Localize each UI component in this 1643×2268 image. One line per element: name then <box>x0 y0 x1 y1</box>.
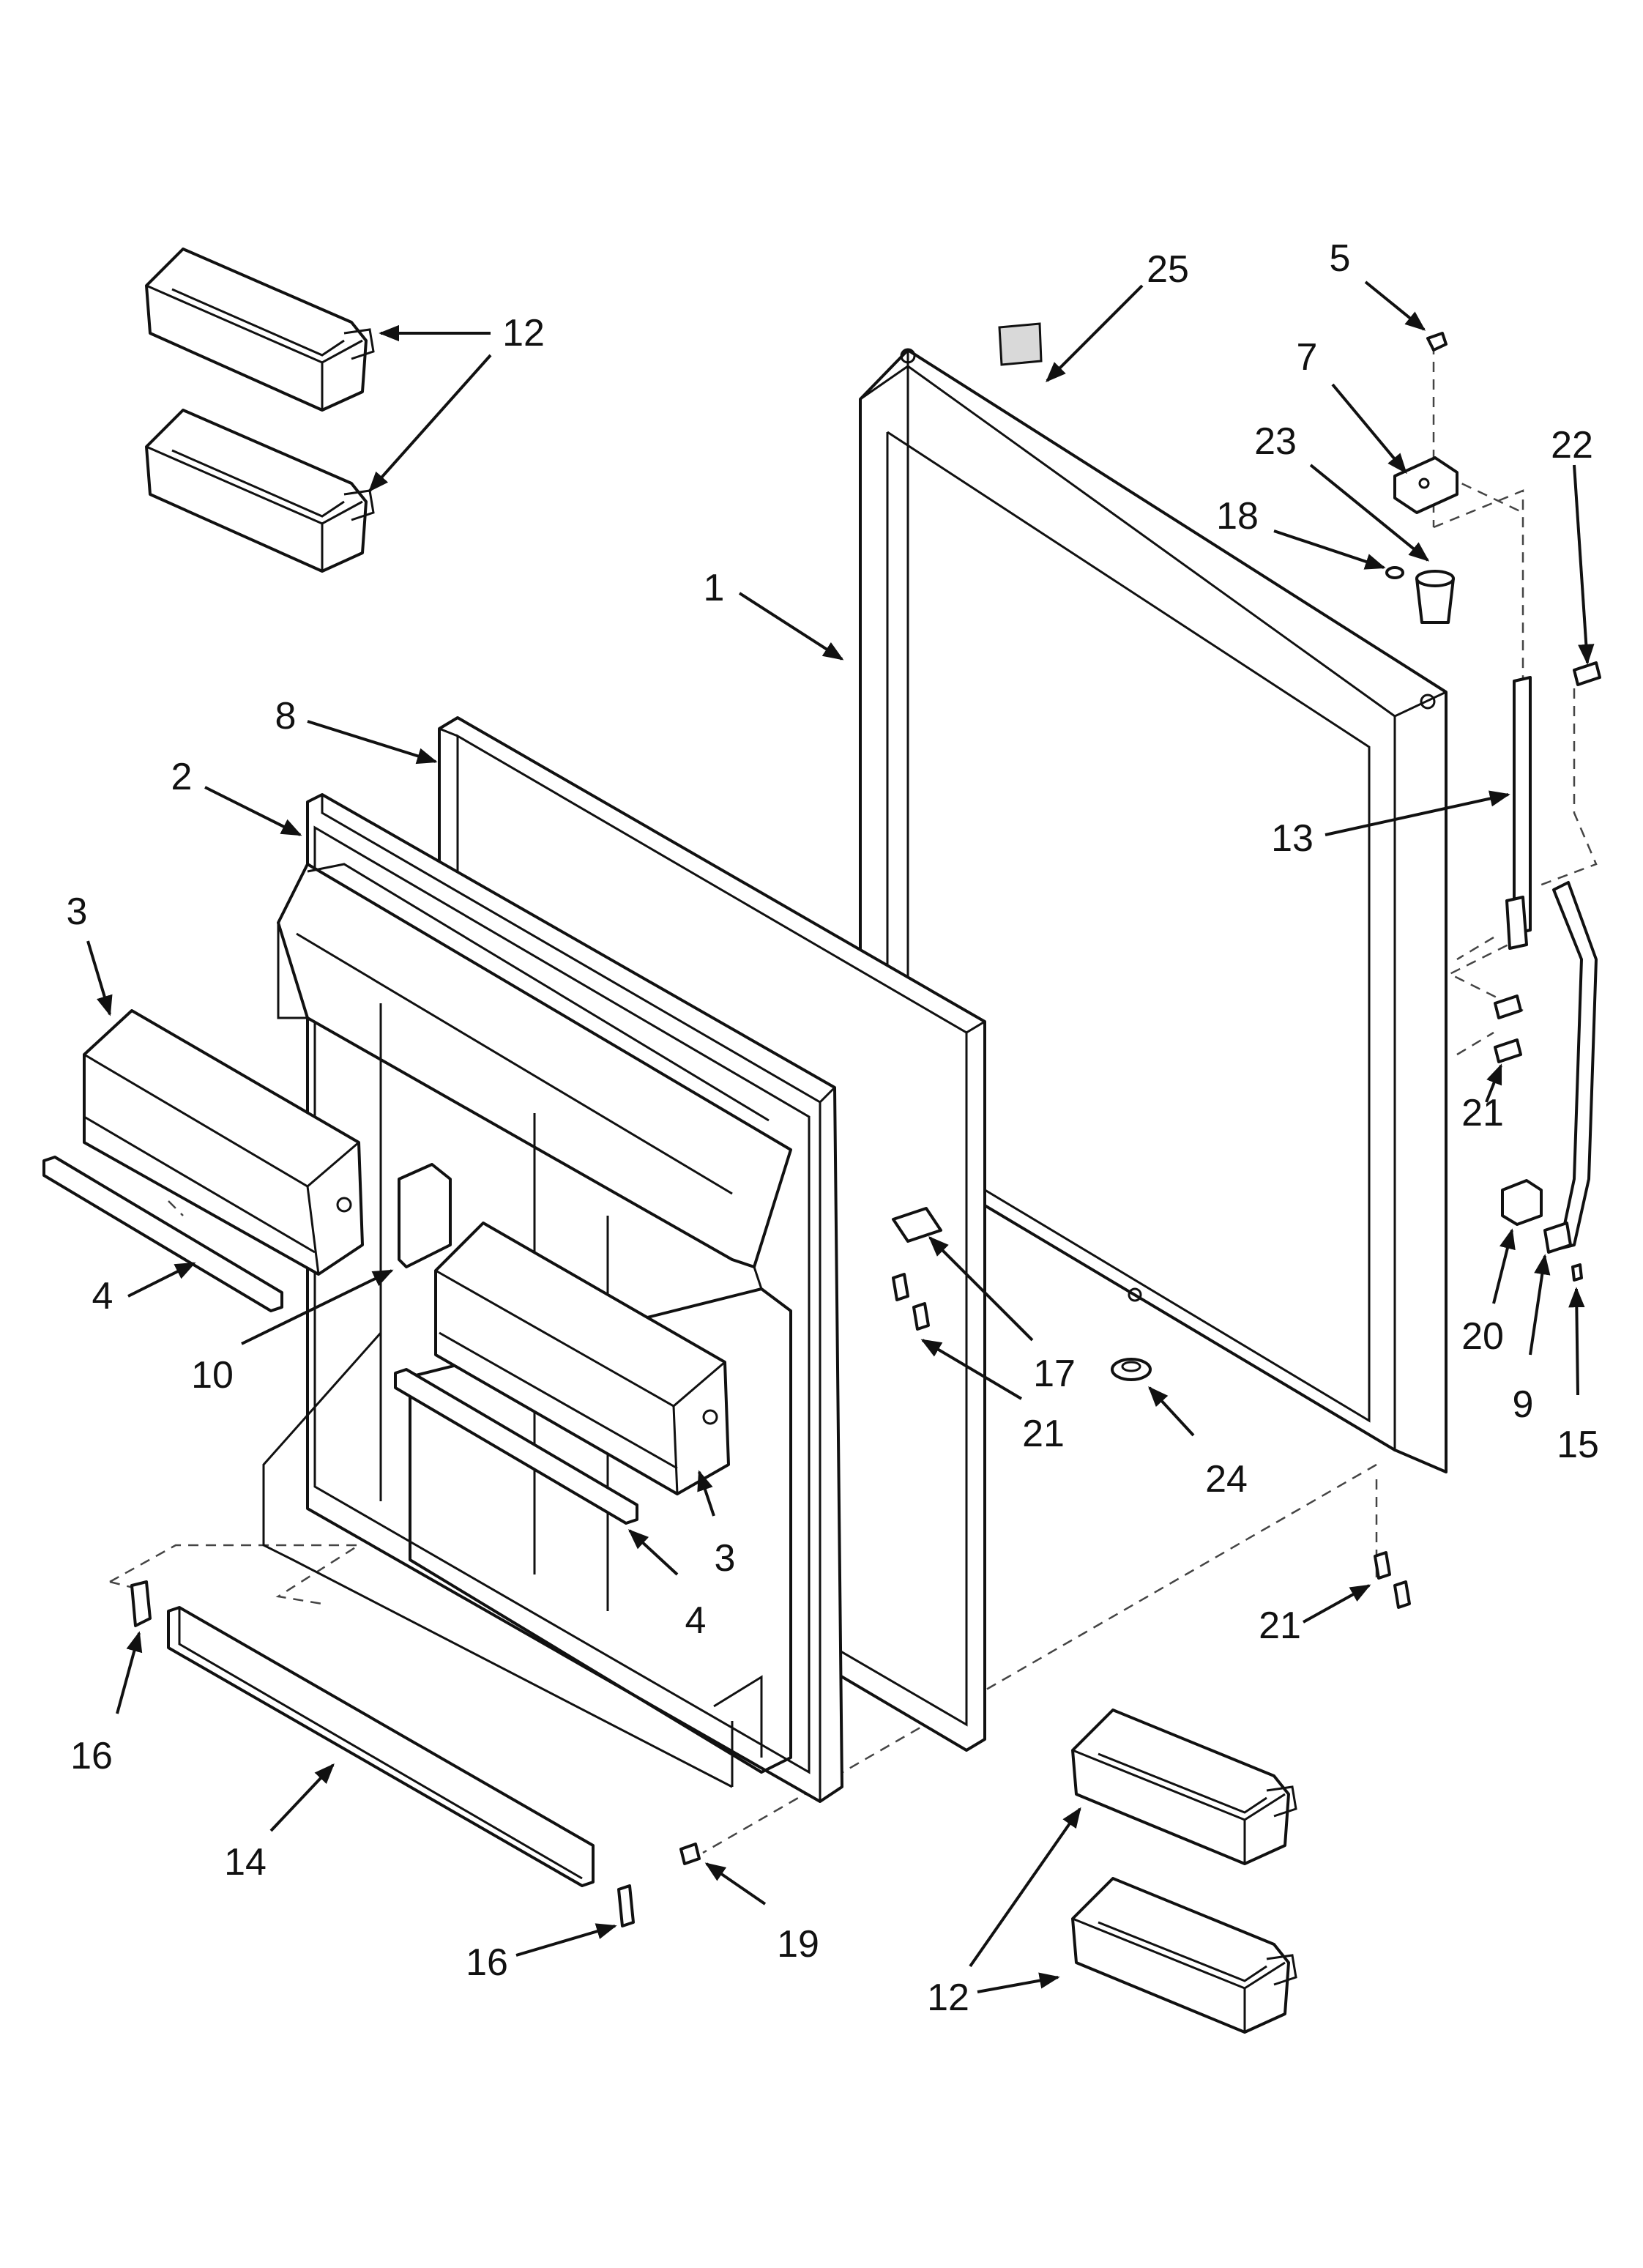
callout-12-bottom: 12 <box>927 1977 969 2019</box>
callout-19: 19 <box>777 1923 819 1966</box>
trim-strip-lower-part-4 <box>394 1368 638 1525</box>
callout-12-top: 12 <box>502 312 545 354</box>
bin-part-12-top-1 <box>145 248 375 412</box>
pin-part-18 <box>1385 566 1404 579</box>
callout-10: 10 <box>191 1354 234 1397</box>
end-cap-part-16-left <box>130 1580 152 1627</box>
clip-part-20 <box>1501 1179 1543 1226</box>
plate-part-17 <box>892 1207 942 1243</box>
screw-part-21-b <box>1494 1038 1522 1063</box>
callout-13: 13 <box>1271 817 1314 860</box>
trim-part-14 <box>167 1606 595 1887</box>
bushing-part-23 <box>1415 570 1455 624</box>
callout-21-right: 21 <box>1461 1092 1504 1134</box>
callout-16-right: 16 <box>466 1941 508 1984</box>
bin-part-12-bottom-2 <box>1071 1877 1297 2034</box>
door-bin-lower-part-3 <box>434 1222 730 1495</box>
callout-21-mid: 21 <box>1022 1413 1065 1455</box>
screw-part-19 <box>679 1843 701 1865</box>
callout-14: 14 <box>224 1841 267 1884</box>
callout-20: 20 <box>1461 1315 1504 1358</box>
callout-16-left: 16 <box>70 1735 113 1777</box>
hinge-cap-part-7 <box>1393 456 1458 514</box>
callout-5: 5 <box>1330 237 1351 280</box>
screw-part-22 <box>1573 661 1601 686</box>
callout-18: 18 <box>1216 495 1259 538</box>
callout-7: 7 <box>1297 336 1318 379</box>
callout-3-upper: 3 <box>67 891 88 933</box>
cover-part-10 <box>398 1163 452 1268</box>
screw-part-21-a <box>1494 994 1522 1019</box>
plug-part-24 <box>1111 1358 1152 1381</box>
bin-part-12-top-2 <box>145 409 375 573</box>
trim-strip-upper-part-4 <box>42 1156 283 1312</box>
end-cap-part-16-right <box>617 1884 635 1927</box>
screw-part-5 <box>1426 332 1448 352</box>
label-part-25 <box>998 322 1043 366</box>
callout-4-lower: 4 <box>685 1599 707 1642</box>
screw-part-21-f <box>1393 1580 1411 1609</box>
door-frame-part-1 <box>859 348 1448 1473</box>
callout-2: 2 <box>171 756 193 798</box>
callout-15: 15 <box>1557 1424 1599 1466</box>
callout-24: 24 <box>1205 1458 1248 1501</box>
handle-strip-part-13 <box>1505 676 1532 950</box>
callout-17: 17 <box>1033 1353 1076 1395</box>
screw-part-21-d <box>912 1302 930 1331</box>
callout-21-bottom: 21 <box>1259 1605 1301 1647</box>
leader-lines <box>86 280 1595 1993</box>
callout-labels: 25 5 12 7 23 22 18 1 8 2 13 3 21 4 10 17… <box>67 237 1599 2019</box>
bin-part-12-bottom-1 <box>1071 1709 1297 1865</box>
bracket-part-9 <box>1543 881 1598 1254</box>
screw-part-21-c <box>892 1273 909 1301</box>
screw-part-15 <box>1571 1263 1583 1282</box>
callout-23: 23 <box>1254 420 1297 463</box>
callout-9: 9 <box>1513 1383 1534 1426</box>
screw-part-21-e <box>1374 1551 1391 1580</box>
door-bin-upper-part-3 <box>83 1009 364 1276</box>
callout-1: 1 <box>704 567 725 609</box>
callout-22: 22 <box>1551 424 1593 466</box>
callout-4-upper: 4 <box>92 1275 113 1317</box>
callout-25: 25 <box>1147 248 1189 291</box>
callout-8: 8 <box>275 695 297 737</box>
screws <box>679 332 1601 1865</box>
callout-3-lower: 3 <box>715 1537 736 1580</box>
